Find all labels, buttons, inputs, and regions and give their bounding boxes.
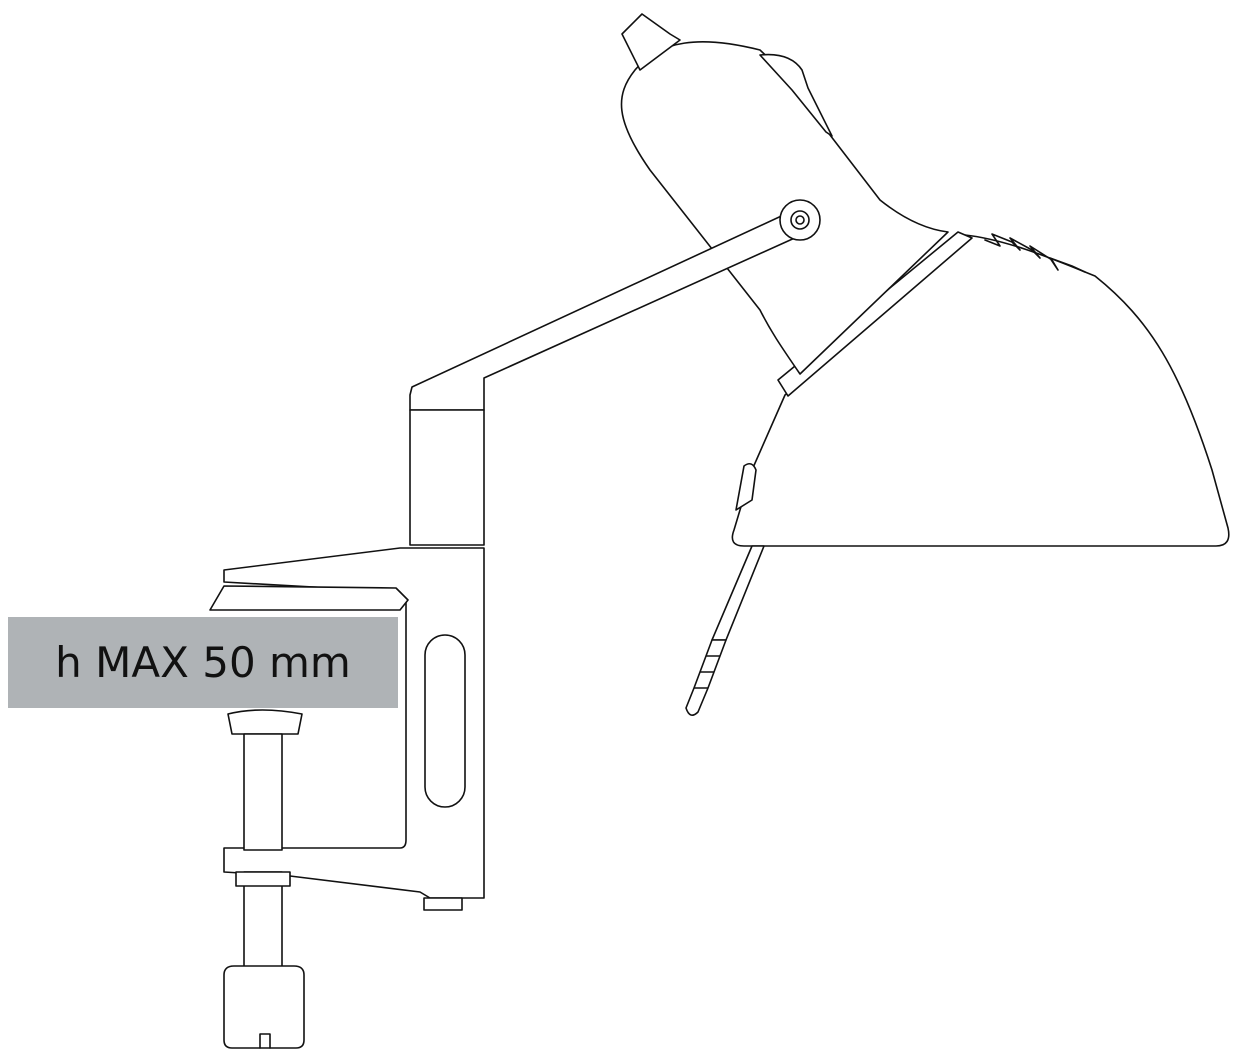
- lamp-arm: [409, 211, 809, 411]
- thumb-knob: [223, 965, 305, 1049]
- max-height-label: h MAX 50 mm: [55, 638, 351, 687]
- threaded-rod-upper: [243, 733, 283, 851]
- pivot-screw-center: [795, 215, 805, 225]
- power-cord: [711, 545, 765, 641]
- shade-collar: [777, 231, 973, 397]
- bottom-nut: [423, 897, 463, 911]
- rod-collar: [235, 871, 291, 887]
- lamp-column: [409, 409, 485, 546]
- shade-teeth: [984, 233, 1086, 273]
- cord-strain-relief: [685, 639, 727, 716]
- clamp-slot: [424, 634, 466, 808]
- switch-lever: [759, 53, 833, 137]
- knob-slot: [259, 1033, 271, 1049]
- label-band-bg: [8, 617, 398, 708]
- upper-jaw-plate: [209, 585, 409, 611]
- head-cap: [621, 13, 681, 71]
- clamp-pad: [227, 709, 303, 735]
- shade-knob: [735, 462, 757, 511]
